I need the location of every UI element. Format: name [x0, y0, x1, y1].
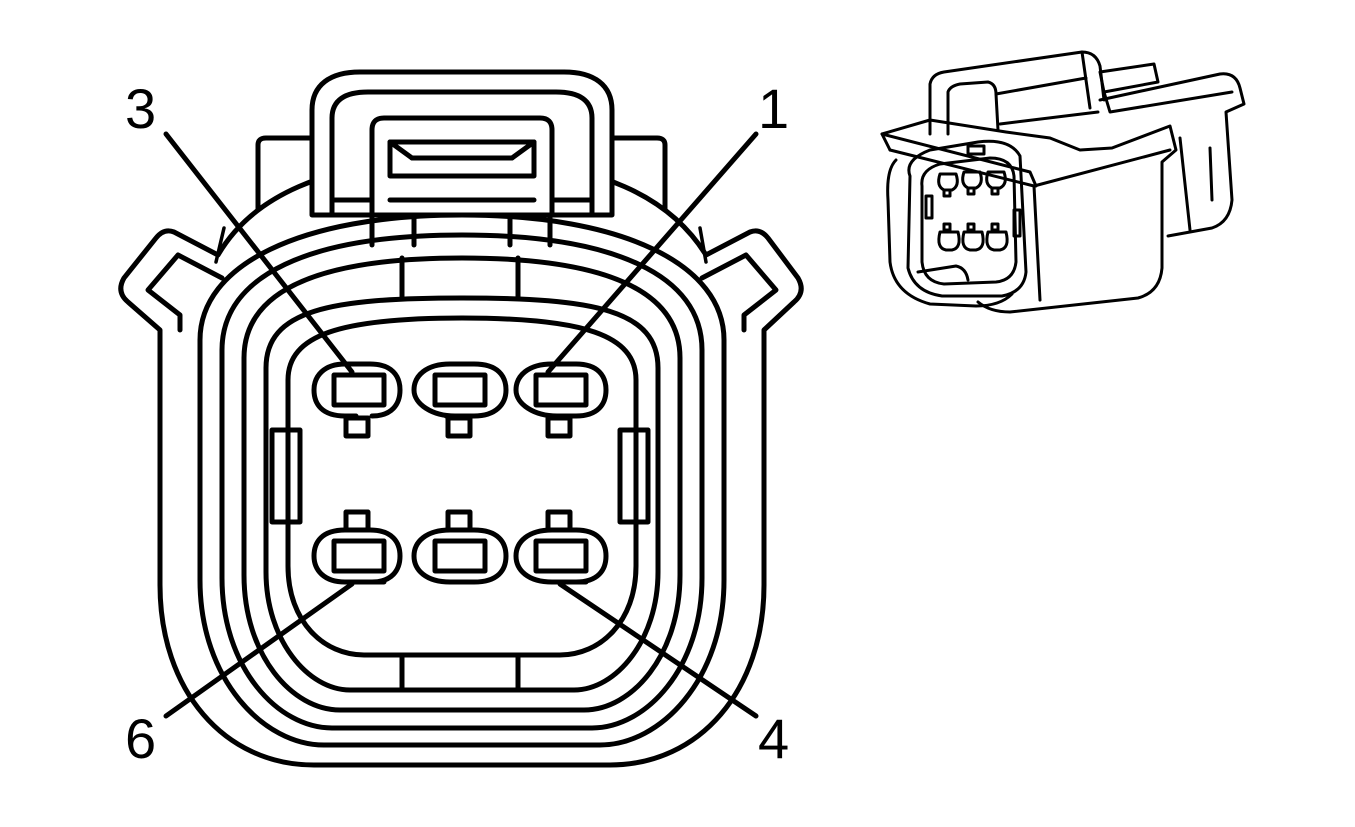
leader-line-1 — [545, 131, 759, 375]
terminal-cavity-2 — [411, 361, 509, 439]
terminal-row-top — [311, 361, 609, 439]
pin-label-6: 6 — [125, 707, 156, 770]
inner-cavity — [285, 315, 639, 658]
leader-line-3 — [163, 131, 355, 375]
housing-rings — [197, 212, 727, 748]
pin-labels: 3 1 6 4 — [125, 77, 789, 770]
pin-label-1: 1 — [758, 77, 789, 140]
iso-terminals-bottom — [937, 222, 1009, 252]
pin-label-3: 3 — [125, 77, 156, 140]
ear-inner-detail — [145, 226, 779, 333]
pin-leader-lines — [163, 131, 759, 719]
pin-label-4: 4 — [758, 707, 789, 770]
leader-line-4 — [557, 581, 759, 719]
right-keying-slot — [617, 427, 651, 525]
top-latch-hood — [309, 69, 615, 218]
ring-ribs — [369, 212, 553, 693]
terminal-row-bottom — [311, 509, 609, 585]
terminal-cavity-1 — [513, 361, 609, 439]
connector-face-view: 3 1 6 4 — [118, 69, 804, 770]
iso-terminals-top — [937, 170, 1007, 198]
terminal-cavity-4 — [513, 509, 609, 585]
leader-line-6 — [163, 581, 355, 719]
terminal-cavity-5 — [411, 509, 509, 585]
connector-isometric-view — [880, 50, 1246, 314]
left-keying-slot — [269, 427, 303, 525]
terminal-cavity-6 — [311, 509, 403, 585]
